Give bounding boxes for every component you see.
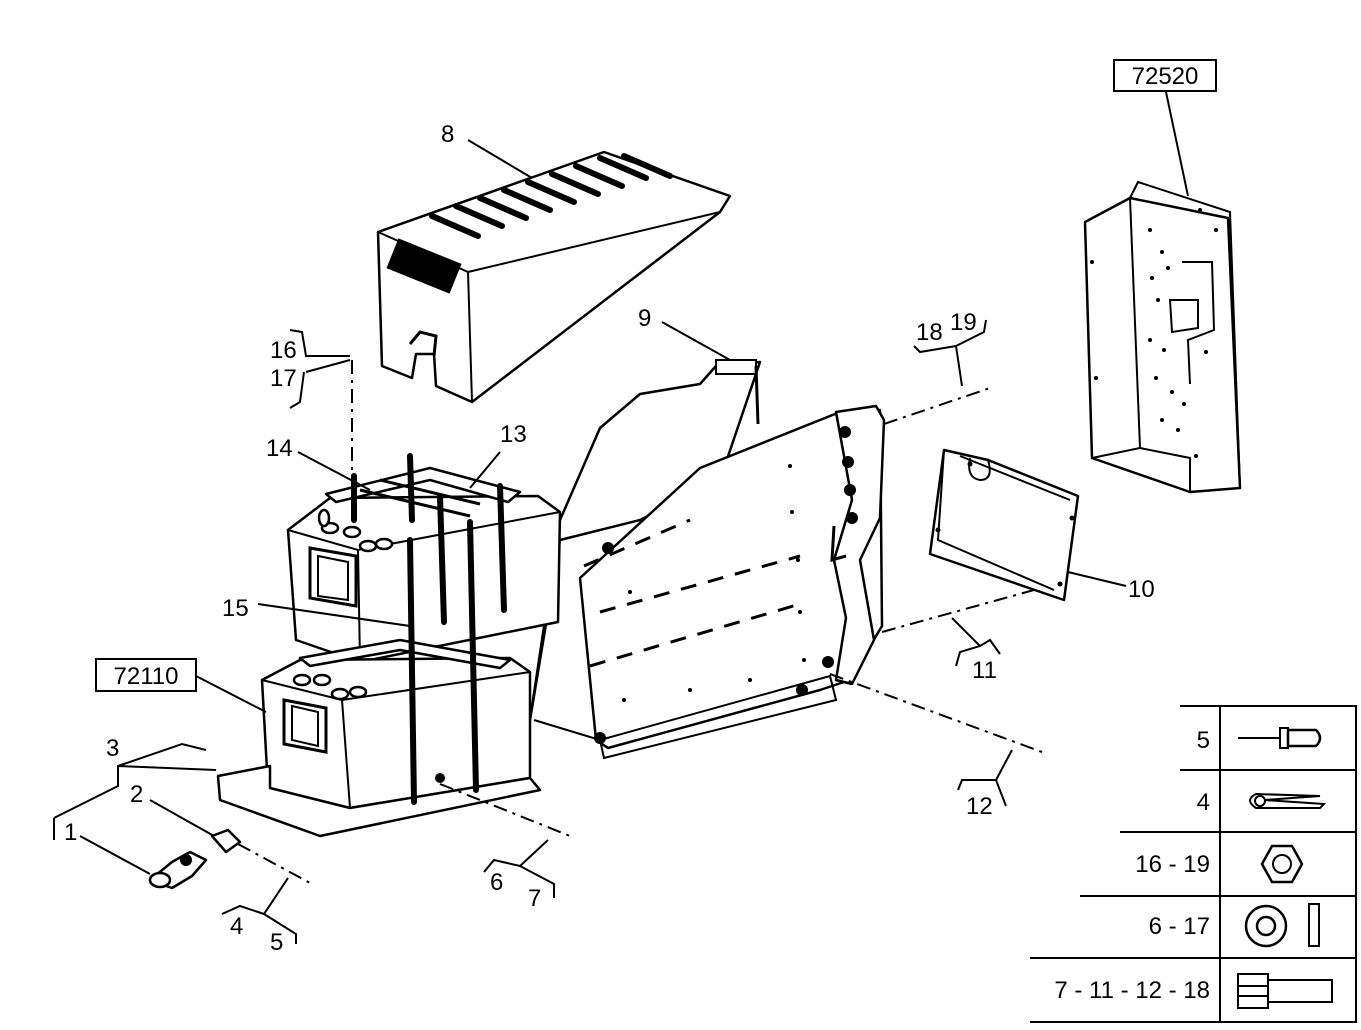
legend-label-rivet: 5 bbox=[1197, 727, 1210, 754]
upper-battery bbox=[286, 494, 562, 664]
battery-frame-tray bbox=[528, 359, 886, 760]
reference-box-72110: 72110 bbox=[114, 663, 179, 690]
callout-11: 11 bbox=[972, 657, 997, 684]
fastener-legend-table bbox=[1030, 705, 1357, 1023]
hex-bolt-icon bbox=[1237, 973, 1333, 1009]
hold-down-bars-13-14-15 bbox=[298, 453, 522, 805]
callout-6: 6 bbox=[490, 869, 503, 896]
legend-label-hex-bolt: 7 - 11 - 12 - 18 bbox=[1054, 977, 1210, 1004]
callout-12: 12 bbox=[966, 793, 993, 820]
side-plate-part-10 bbox=[928, 448, 1080, 602]
callout-18: 18 bbox=[916, 319, 943, 346]
battery-cover-part-8 bbox=[376, 150, 732, 404]
callout-5: 5 bbox=[270, 929, 283, 956]
washer-icon bbox=[1244, 903, 1320, 948]
callout-17: 17 bbox=[270, 365, 297, 392]
callout-19: 19 bbox=[950, 309, 977, 336]
cap-part-2 bbox=[210, 828, 242, 854]
axis-line-18-19 bbox=[883, 387, 991, 425]
callout-10: 10 bbox=[1128, 576, 1155, 603]
axis-line-left-tray bbox=[439, 783, 571, 837]
callout-13: 13 bbox=[500, 421, 527, 448]
callout-3: 3 bbox=[106, 735, 119, 762]
callout-8: 8 bbox=[441, 121, 454, 148]
callout-2: 2 bbox=[130, 781, 143, 808]
legend-label-washer: 6 - 17 bbox=[1149, 913, 1210, 940]
reference-box-72520: 72520 bbox=[1132, 63, 1199, 90]
callout-1: 1 bbox=[64, 819, 77, 846]
axis-line-left-front bbox=[237, 843, 313, 885]
legend-label-cotter-pin: 4 bbox=[1197, 789, 1210, 816]
cabinet-box-72520 bbox=[1083, 180, 1242, 494]
callout-4: 4 bbox=[230, 913, 243, 940]
cotter-pin-icon bbox=[1249, 792, 1327, 809]
callout-14: 14 bbox=[266, 435, 293, 462]
callout-15: 15 bbox=[222, 595, 249, 622]
callout-16: 16 bbox=[270, 337, 297, 364]
hex-nut-icon bbox=[1260, 844, 1304, 884]
callout-7: 7 bbox=[528, 885, 541, 912]
legend-label-hex-nut: 16 - 19 bbox=[1135, 851, 1210, 878]
clamp-pin-part-1 bbox=[148, 850, 208, 890]
axis-line-11 bbox=[881, 589, 1035, 633]
callout-9: 9 bbox=[638, 305, 651, 332]
battery-base-tray bbox=[216, 764, 542, 838]
rivet-icon bbox=[1238, 727, 1322, 749]
axis-line-12 bbox=[829, 673, 1043, 753]
